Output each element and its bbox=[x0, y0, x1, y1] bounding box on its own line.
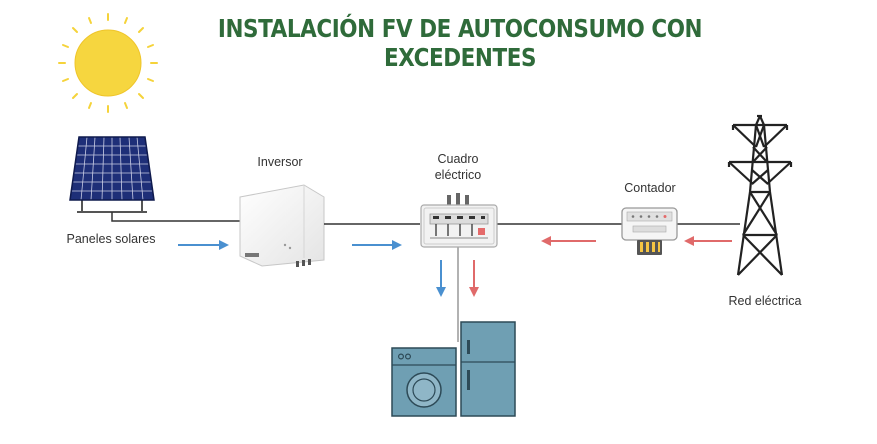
electrical-panel-icon bbox=[420, 193, 498, 248]
sun-icon bbox=[58, 13, 158, 113]
arrow-grid-to-meter bbox=[684, 236, 732, 246]
label-electrical-panel-line1: Cuadro bbox=[437, 152, 479, 166]
inverter-icon bbox=[239, 184, 325, 267]
washing-machine-icon bbox=[391, 347, 457, 417]
label-solar-panels: Paneles solares bbox=[66, 232, 156, 246]
label-meter: Contador bbox=[624, 181, 676, 195]
arrow-meter-to-panel bbox=[541, 236, 596, 246]
arrow-panel-to-appliances-blue bbox=[436, 260, 446, 297]
label-grid: Red eléctrica bbox=[728, 294, 802, 308]
solar-panel-icon bbox=[69, 136, 155, 213]
wire-panel-inverter bbox=[111, 212, 240, 222]
arrow-panel-to-appliances-red bbox=[469, 260, 479, 297]
fridge-icon bbox=[460, 321, 516, 417]
page-title: INSTALACIÓN FV DE AUTOCONSUMO CON EXCEDE… bbox=[217, 14, 703, 72]
arrow-panel-to-inverter bbox=[178, 240, 229, 250]
label-electrical-panel-line2: eléctrico bbox=[434, 168, 482, 182]
arrow-inverter-to-panel bbox=[352, 240, 402, 250]
pylon-icon bbox=[727, 114, 793, 276]
label-inverter: Inversor bbox=[257, 155, 303, 169]
meter-icon bbox=[621, 207, 678, 255]
